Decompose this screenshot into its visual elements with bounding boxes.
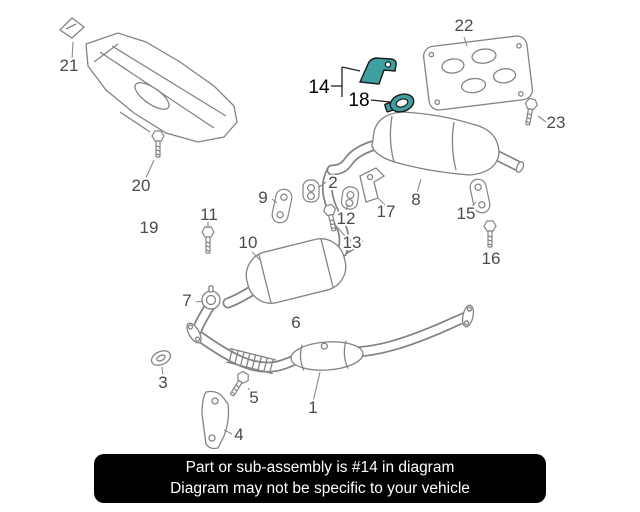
highlight-callout-lines [331,66,391,103]
bracket-part-17 [359,167,386,203]
clip-part-21 [58,17,86,39]
note-banner: Part or sub-assembly is #14 in diagram D… [94,454,546,503]
bolt-icon-part-5 [226,369,252,399]
bolt-icon-part-20 [151,130,165,158]
part-label-17: 17 [377,202,396,221]
front-flange [186,322,202,344]
tail-pipe [492,150,525,173]
part-label-5: 5 [249,388,258,407]
part-label-11: 11 [200,205,218,224]
part-label-2: 2 [328,173,337,192]
part-label-15: 15 [457,204,476,223]
part-label-4: 4 [234,425,243,444]
part-label-18: 18 [348,90,369,111]
center-muffler-part-6 [245,238,347,304]
part-label-14: 14 [308,77,330,98]
catalytic-converter [290,340,364,371]
intermediate-pipe [321,164,350,258]
rear-flange [461,304,475,328]
rear-heat-shield-part-22 [422,35,534,111]
part-label-8: 8 [411,190,420,209]
part-label-20: 20 [132,176,151,195]
part-label-22: 22 [455,16,474,35]
part-label-6: 6 [291,313,300,332]
gasket-part-3 [150,350,172,366]
rear-muffler-inlet-pipe [326,140,378,176]
part-label-23: 23 [547,113,566,132]
part-label-9: 9 [258,188,267,207]
part-label-3: 3 [158,373,167,392]
part-label-19: 19 [140,218,159,237]
flange-icon-part-9 [270,187,294,225]
part-label-10: 10 [239,233,258,252]
hanger-icon-part-2 [302,179,320,203]
part-label-12: 12 [337,209,356,228]
highlighted-hanger-bracket-part-14 [358,57,397,85]
leader-lines [71,36,547,435]
part-label-7: 7 [182,291,191,310]
bolt-icon-part-23 [521,97,539,127]
part-label-21: 21 [60,56,79,75]
highlighted-clamp-part-18 [384,93,415,113]
part-label-13: 13 [343,233,362,252]
front-heat-shield [85,32,238,143]
exhaust-system-diagram: 1 2 3 4 5 6 7 8 9 10 11 12 13 14 15 16 1… [58,14,568,450]
rear-muffler-part-8 [371,111,500,176]
part-labels: 1 2 3 4 5 6 7 8 9 10 11 12 13 14 15 16 1… [58,14,568,446]
bracket-part-4 [201,390,230,450]
part-label-1: 1 [308,398,317,417]
bolt-icon-part-11 [201,226,215,254]
banner-line-1: Part or sub-assembly is #14 in diagram [185,459,455,476]
clamp-part-7 [201,285,221,310]
hanger-icon-part-12 [339,185,361,211]
flex-pipe-bellows [225,347,277,375]
banner-line-2: Diagram may not be specific to your vehi… [170,480,470,498]
bolt-icon-part-16 [483,220,497,248]
part-label-16: 16 [482,249,501,268]
